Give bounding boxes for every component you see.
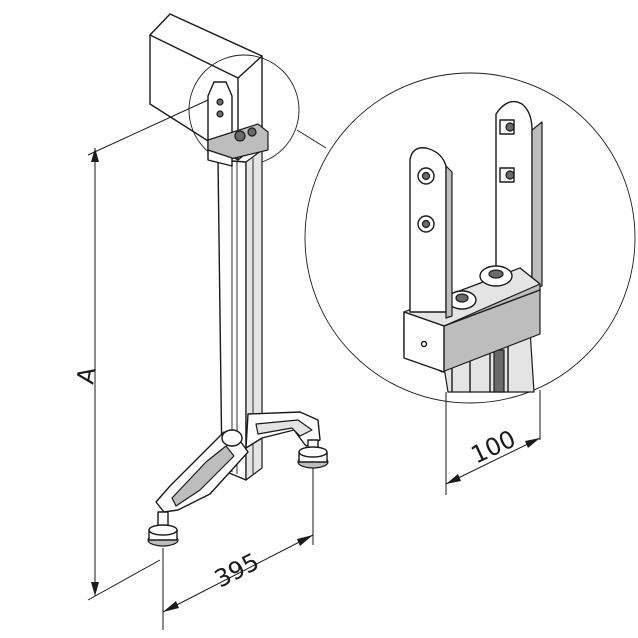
- height-dimension: A: [71, 99, 209, 601]
- detail-circle-large: [304, 72, 636, 404]
- column: [217, 149, 263, 481]
- enlarged-bracket: [403, 100, 543, 393]
- tripod-base: [147, 411, 329, 547]
- front-foot: [147, 511, 179, 547]
- rear-foot: [297, 439, 329, 469]
- column-top-bracket: [207, 81, 269, 167]
- rear-plate-bolt-bottom: [499, 167, 515, 183]
- block-nut-left: [447, 290, 477, 310]
- height-label: A: [71, 364, 102, 386]
- front-plate-bolt-bottom: [417, 215, 435, 233]
- front-plate-bolt-top: [417, 167, 435, 185]
- rear-plate-bolt-top: [499, 119, 515, 135]
- bracket-width-dimension: 100: [445, 390, 541, 495]
- base-width-dimension: 395: [162, 468, 314, 630]
- base-width-label: 395: [210, 548, 264, 594]
- detail-leader-line: [296, 129, 327, 149]
- bracket-width-label: 100: [467, 425, 520, 470]
- block-nut-right: [479, 265, 513, 287]
